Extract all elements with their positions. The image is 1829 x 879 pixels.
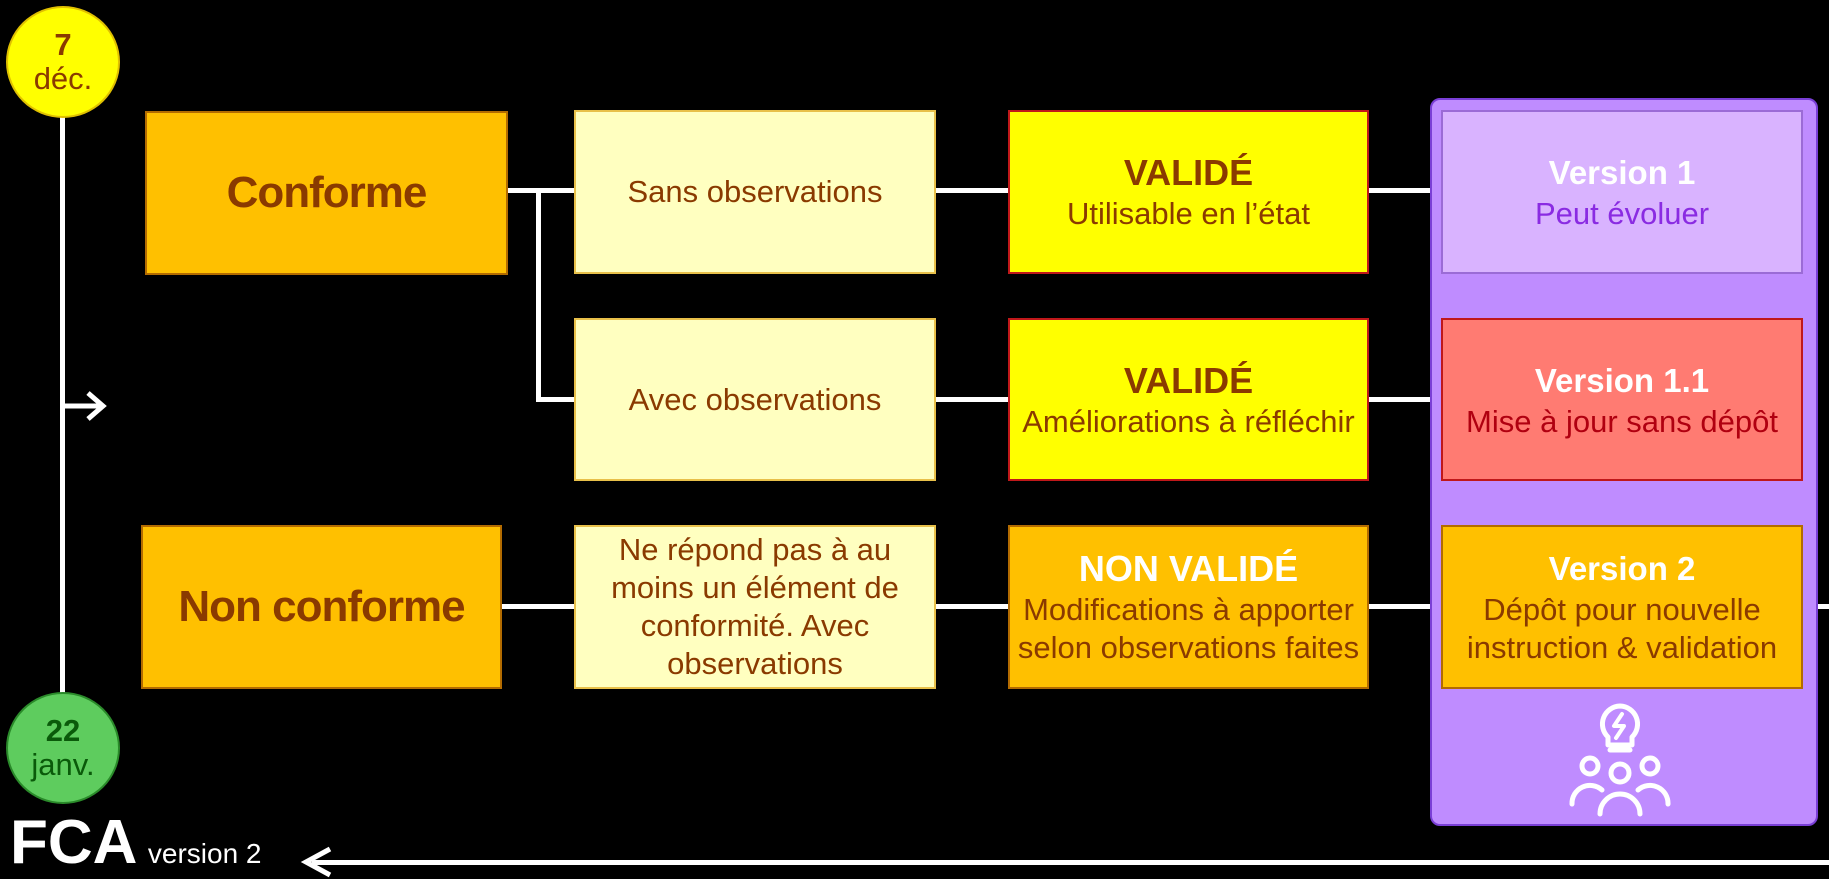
footer-title-block: FCA version 2 <box>10 812 262 879</box>
status-valide-1-head: VALIDÉ <box>1123 152 1254 193</box>
connector <box>1369 604 1443 609</box>
lightbulb-team-icon <box>1569 703 1671 817</box>
observation-non: Ne répond pas à au moins un élément de c… <box>574 525 936 689</box>
status-non-valide: NON VALIDÉ Modifications à apporter selo… <box>1008 525 1369 689</box>
version-1-sub: Peut évoluer <box>1534 196 1710 231</box>
observation-avec: Avec observations <box>574 318 936 481</box>
status-valide-1: VALIDÉ Utilisable en l’état <box>1008 110 1369 274</box>
status-non-valide-head: NON VALIDÉ <box>1078 548 1299 589</box>
start-date-day: 7 <box>54 27 72 62</box>
status-valide-1-sub: Utilisable en l’état <box>1067 196 1310 231</box>
connector <box>508 188 574 193</box>
status-valide-2-head: VALIDÉ <box>1123 359 1254 401</box>
observation-non-line: conformité. Avec <box>640 608 870 643</box>
version-2: Version 2 Dépôt pour nouvelle instructio… <box>1441 525 1803 689</box>
end-date-day: 22 <box>45 713 81 748</box>
version-1-head: Version 1 <box>1548 154 1696 191</box>
connector <box>536 397 574 402</box>
version-2-sub: Dépôt pour nouvelle <box>1483 592 1761 627</box>
connector <box>1369 188 1443 193</box>
observation-non-line: Ne répond pas à au <box>618 532 892 567</box>
category-non-conforme: Non conforme <box>141 525 502 689</box>
observation-avec-label: Avec observations <box>628 381 882 417</box>
start-date-circle: 7 déc. <box>6 6 120 118</box>
version-2-sub: instruction & validation <box>1466 630 1778 665</box>
version-1-1: Version 1.1 Mise à jour sans dépôt <box>1441 318 1803 481</box>
status-non-valide-sub: selon observations faites <box>1017 630 1360 665</box>
footer-title: FCA <box>10 808 138 877</box>
version-2-head: Version 2 <box>1548 550 1696 587</box>
connector <box>1369 397 1443 402</box>
observation-non-line: observations <box>667 646 843 681</box>
footer-subtitle: version 2 <box>147 838 262 869</box>
connector <box>502 604 574 609</box>
status-valide-2: VALIDÉ Améliorations à réfléchir <box>1008 318 1369 481</box>
observation-non-line: moins un élément de <box>611 570 899 605</box>
arrow-right-icon <box>60 391 107 421</box>
version-1: Version 1 Peut évoluer <box>1441 110 1803 274</box>
category-conforme-label: Conforme <box>226 168 428 217</box>
connector <box>536 188 541 402</box>
end-date-circle: 22 janv. <box>6 692 120 804</box>
observation-sans: Sans observations <box>574 110 936 274</box>
connector <box>936 397 1008 402</box>
return-line <box>312 860 1829 865</box>
status-valide-2-sub: Améliorations à réfléchir <box>1022 403 1355 439</box>
version-1-1-sub: Mise à jour sans dépôt <box>1466 403 1778 439</box>
end-date-month: janv. <box>31 747 95 782</box>
category-non-conforme-label: Non conforme <box>178 582 465 631</box>
connector <box>936 604 1008 609</box>
category-conforme: Conforme <box>145 111 508 275</box>
start-date-month: déc. <box>33 61 93 96</box>
status-non-valide-sub: Modifications à apporter <box>1023 592 1354 627</box>
version-1-1-head: Version 1.1 <box>1534 361 1710 399</box>
observation-sans-label: Sans observations <box>627 174 883 209</box>
arrow-left-icon <box>300 846 332 878</box>
connector <box>936 188 1008 193</box>
